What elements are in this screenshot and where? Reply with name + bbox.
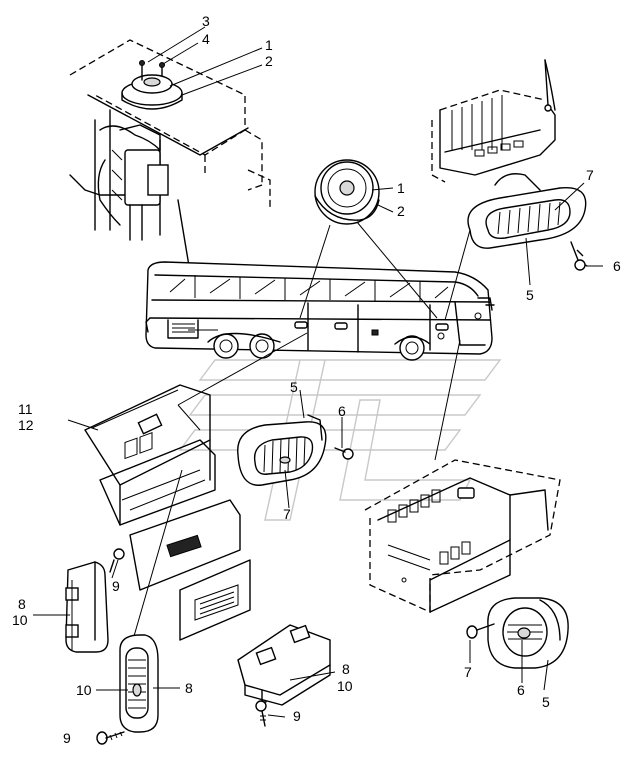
callout-9-left: 9 [112,578,120,594]
screw-9-bottom-center [255,700,267,727]
callout-2-top: 2 [265,53,273,69]
callout-1-top: 1 [265,37,273,53]
oval-lamp-left [119,634,159,733]
marker-lamp-top-right [467,173,588,271]
callout-leaders [33,26,603,718]
coach-bus [145,261,495,361]
leader-lines [129,221,471,651]
callout-4: 4 [202,31,210,47]
marker-lamp-bottom-right [466,597,569,669]
side-panels-left [67,384,251,641]
callout-10-right: 10 [337,678,353,694]
callout-9-center: 9 [293,708,301,724]
callout-12: 12 [18,417,34,433]
callout-10-lamp: 10 [76,682,92,698]
callout-6-bottom: 6 [517,682,525,698]
callout-6-top: 6 [613,258,621,274]
marker-lamp-center [237,414,354,486]
callout-1-mid: 1 [397,180,405,196]
lamp-bracket-left [65,561,109,653]
callout-5-top: 5 [526,287,534,303]
watermark-logo [178,359,502,521]
callout-5-bottom: 5 [542,694,550,710]
callout-7-bottom: 7 [464,664,472,680]
callout-11: 11 [18,401,33,417]
roof-speaker-top [121,60,183,110]
callout-5-center: 5 [290,379,298,395]
callout-8-lamp: 8 [185,680,193,696]
callout-6-center: 6 [338,403,346,419]
roof-housing-lower-right [364,459,561,614]
callout-2-mid: 2 [397,203,405,219]
roof-housing-right [431,59,556,183]
screw-9-bottom-left [96,731,125,745]
callout-3: 3 [202,13,210,29]
callout-9-bottom: 9 [63,730,71,746]
callout-10-left: 10 [12,612,28,628]
lamp-bracket-center [237,624,336,706]
callout-7-top: 7 [586,167,594,183]
callout-8-right: 8 [342,661,350,677]
callout-7-center: 7 [283,506,291,522]
callout-8-left: 8 [18,596,26,612]
roof-housing-left [69,39,271,321]
round-speaker-center [314,159,380,225]
callout-labels: 3 4 1 2 1 2 7 6 5 5 6 7 11 12 9 8 10 10 … [12,13,621,746]
screw-9-left [109,548,125,573]
